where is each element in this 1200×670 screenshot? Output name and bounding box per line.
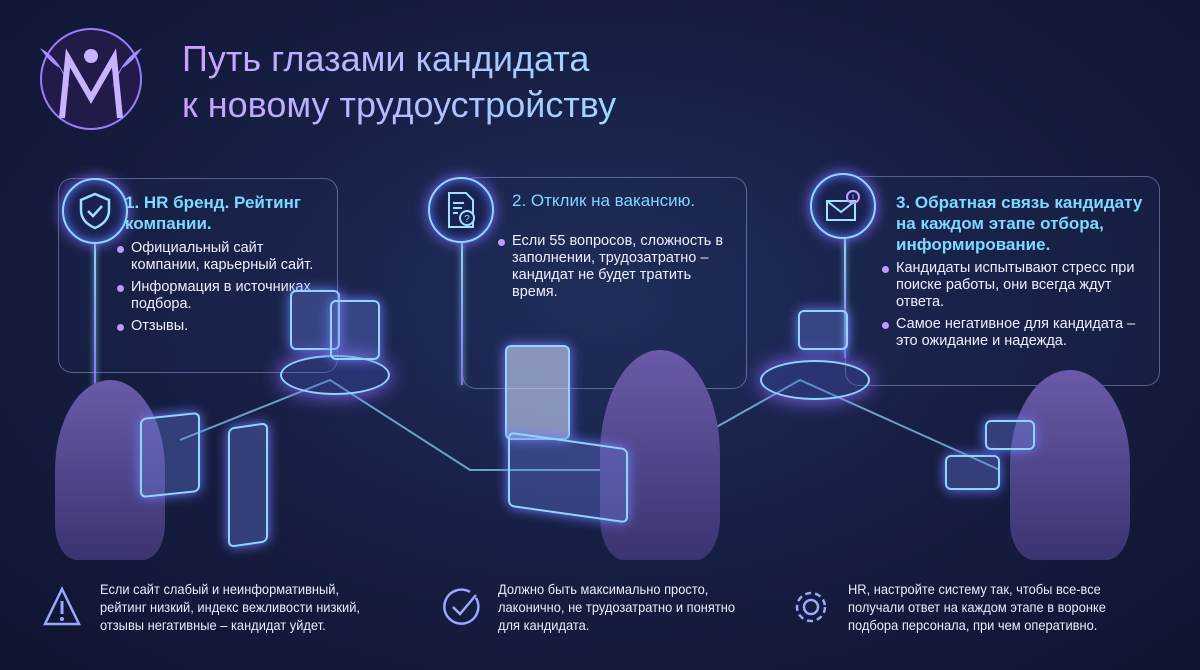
step-1-title: 1. HR бренд. Рейтинг компании. (125, 193, 301, 233)
bullet: Официальный сайт компании, карьерный сай… (115, 240, 325, 274)
step-1-icon-badge (62, 178, 128, 244)
document-question-icon: ? (448, 192, 475, 228)
bullet: Если 55 вопросов, сложность в заполнении… (496, 233, 737, 301)
svg-text:!: ! (852, 193, 855, 203)
step-3-connector (844, 238, 846, 358)
screen-illustration (140, 411, 200, 499)
form-illustration (505, 345, 570, 440)
step-2-bullets: Если 55 вопросов, сложность в заполнении… (496, 233, 737, 301)
step-3-title: 3. Обратная связь кандидату на каждом эт… (896, 193, 1143, 254)
note-1: Если сайт слабый и неинформативный, рейт… (42, 580, 402, 634)
candidate-woman-illustration (55, 380, 165, 560)
message-illustration (985, 420, 1035, 450)
bullet: Информация в источниках подбора. (115, 279, 325, 313)
bullet: Отзывы. (115, 318, 325, 335)
bullet: Самое негативное для кандидата – это ожи… (880, 316, 1151, 350)
note-2-text: Должно быть максимально просто, лаконичн… (498, 581, 736, 633)
step-2-connector (461, 240, 463, 385)
note-1-text: Если сайт слабый и неинформативный, рейт… (100, 581, 361, 633)
platform-1 (280, 355, 390, 395)
message-illustration (945, 455, 1000, 490)
step-3-bullets: Кандидаты испытывают стресс при поиске р… (880, 260, 1151, 350)
envelope-illustration (798, 310, 848, 350)
note-3-text: HR, настройте систему так, чтобы все-все… (848, 581, 1106, 633)
step-1-bullets: Официальный сайт компании, карьерный сай… (115, 240, 325, 335)
platform-3 (760, 360, 870, 400)
svg-text:?: ? (464, 214, 470, 225)
note-2: Должно быть максимально просто, лаконичн… (440, 580, 780, 634)
screen-illustration (228, 422, 268, 548)
check-circle-icon (443, 588, 480, 625)
candidate-man-illustration (600, 350, 720, 560)
bullet: Кандидаты испытывают стресс при поиске р… (880, 260, 1151, 311)
candidate-woman-2-illustration (1010, 370, 1130, 560)
step-1-connector (94, 240, 96, 390)
step-3-panel (845, 176, 1160, 386)
shield-check-icon (79, 192, 111, 230)
note-3: HR, настройте систему так, чтобы все-все… (790, 580, 1170, 634)
step-2-title: 2. Отклик на вакансию. (512, 191, 696, 210)
warning-icon (43, 586, 81, 626)
logo (30, 18, 152, 140)
envelope-alert-icon: ! (826, 190, 860, 221)
winged-m-logo-icon (40, 28, 142, 130)
step-2-icon-badge: ? (428, 177, 494, 243)
screen-illustration (330, 300, 380, 360)
gear-icon (795, 591, 827, 623)
step-3-icon-badge: ! (810, 173, 876, 239)
